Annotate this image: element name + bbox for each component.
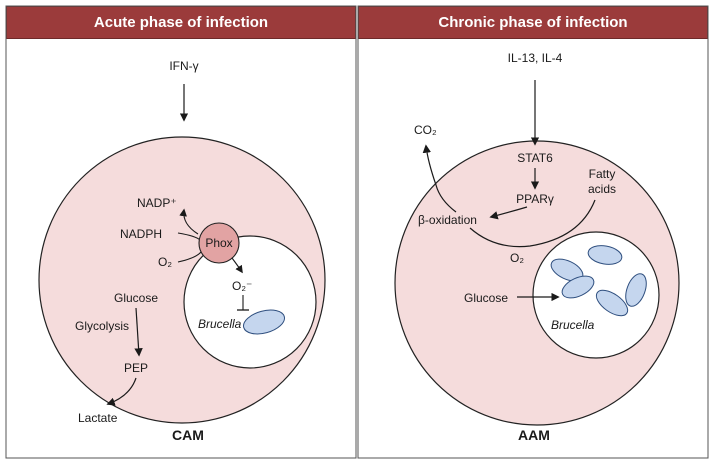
acute-vacuole <box>183 235 317 369</box>
brucella-bacterium <box>595 289 629 317</box>
brucella-bacterium <box>561 275 595 299</box>
beta-oxidation-label: β-oxidation <box>418 213 477 227</box>
fatty-label: Fatty <box>589 167 616 181</box>
aam-label: AAM <box>518 427 550 443</box>
stat6-label: STAT6 <box>517 151 553 165</box>
il13-il4-label: IL-13, IL-4 <box>508 51 563 65</box>
co2-label: CO₂ <box>414 123 437 137</box>
lactate-label: Lactate <box>78 411 118 425</box>
glucose-label: Glucose <box>114 291 158 305</box>
acute-panel-border <box>5 5 357 459</box>
superoxide-label: O₂⁻ <box>232 279 252 293</box>
glucose-label: Glucose <box>464 291 508 305</box>
brucella-bacterium <box>625 273 647 307</box>
o2-label: O₂ <box>510 251 524 265</box>
pep-label: PEP <box>124 361 148 375</box>
fatty-acid-curve <box>469 199 596 248</box>
lactate-arrow <box>106 377 137 406</box>
acids-label: acids <box>588 182 616 196</box>
acute-phase-header: Acute phase of infection <box>6 6 356 39</box>
nadp-arrow <box>179 208 199 235</box>
glycolysis-arrow <box>134 307 143 357</box>
brucella-bacterium <box>243 309 285 335</box>
chronic-panel-border <box>357 5 709 459</box>
phox-enzyme <box>198 222 240 264</box>
chronic-phase-header: Chronic phase of infection <box>358 6 708 39</box>
nadp-plus-label: NADP⁺ <box>137 196 177 210</box>
ifn-gamma-label: IFN-γ <box>169 59 198 73</box>
ppar-gamma-label: PPARγ <box>516 192 554 206</box>
cam-label: CAM <box>172 427 204 443</box>
o2-connector <box>177 251 202 263</box>
brucella-label: Brucella <box>198 317 242 331</box>
brucella-label: Brucella <box>551 318 595 332</box>
ppar-to-beta-arrow <box>489 206 528 220</box>
superoxide-arrow <box>231 257 243 274</box>
phox-label: Phox <box>205 236 232 250</box>
nadph-label: NADPH <box>120 227 162 241</box>
o2-label: O₂ <box>158 255 172 269</box>
chronic-phase-title: Chronic phase of infection <box>438 14 628 31</box>
brucella-bacterium <box>587 245 623 265</box>
acute-phase-title: Acute phase of infection <box>93 14 269 31</box>
glycolysis-label: Glycolysis <box>75 319 129 333</box>
co2-arrow <box>422 144 457 213</box>
